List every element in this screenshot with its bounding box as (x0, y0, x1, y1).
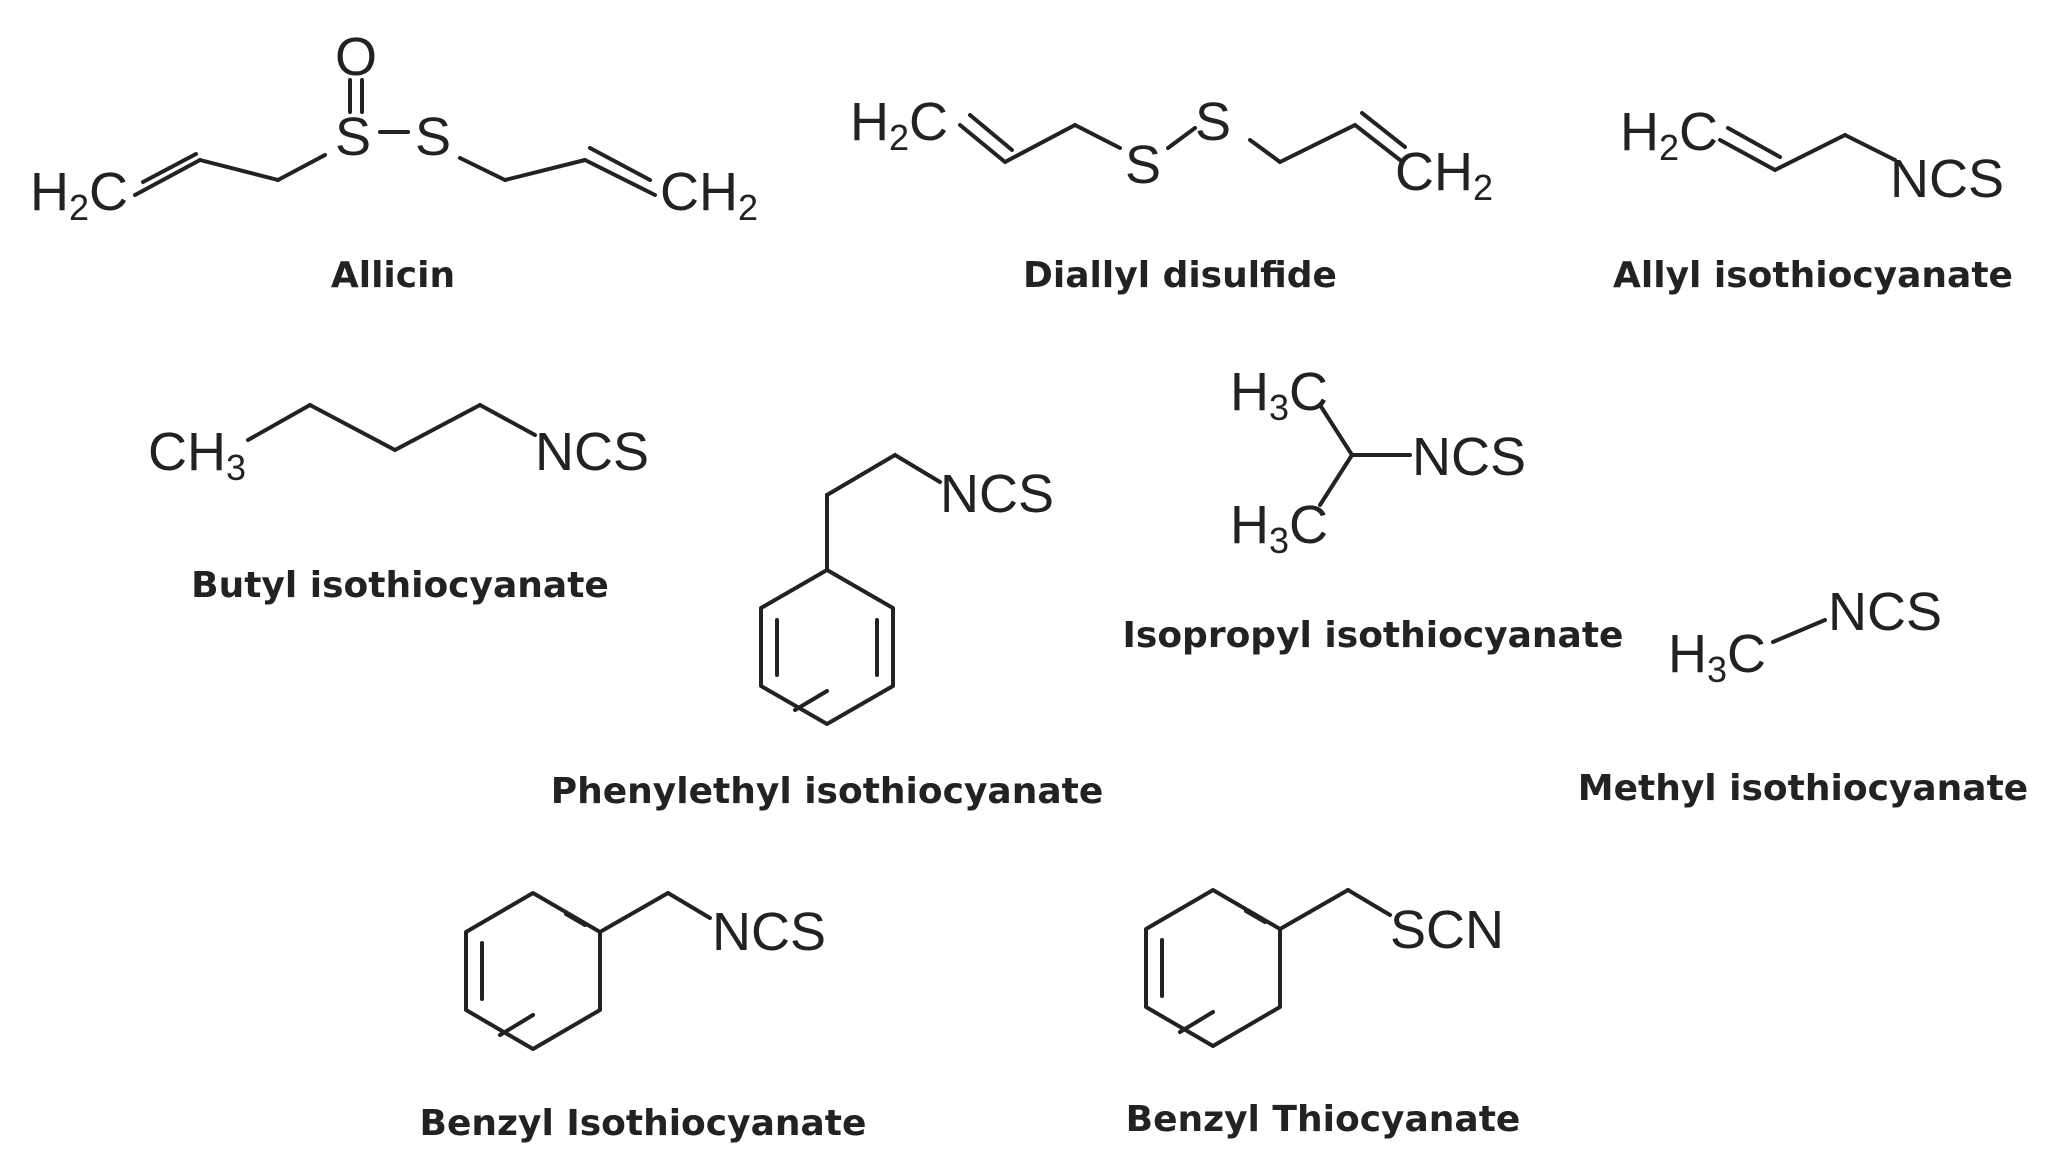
compound-name-isopropyl-isothiocyanate: Isopropyl isothiocyanate (1123, 615, 1624, 656)
ncs-group-label: NCS (1412, 427, 1526, 487)
h3c-subscript: 3 (1269, 520, 1289, 561)
methyl-isothiocyanate-structure: H3C NCS Methyl isothiocyanate (1578, 582, 2028, 809)
benzyl-isothiocyanate-structure: NCS Benzyl Isothiocyanate (420, 891, 867, 1144)
compound-name-allicin: Allicin (331, 255, 455, 296)
scn-group-label: SCN (1390, 900, 1504, 960)
compound-name-butyl-isothiocyanate: Butyl isothiocyanate (191, 565, 609, 606)
ch2-ch: CH (660, 162, 738, 222)
ch2-subscript: 2 (1473, 167, 1493, 208)
h3c-c: C (1289, 495, 1328, 555)
benzene-ring (759, 568, 895, 726)
ncs-group-label: NCS (712, 902, 826, 962)
h2c-group-label: H2C (1620, 102, 1718, 168)
ch2-ch: CH (1395, 142, 1473, 202)
ch2-group-label: CH2 (1395, 142, 1493, 208)
oxygen-atom-label: O (335, 27, 377, 87)
benzene-ring (1144, 888, 1282, 1048)
phenylethyl-isothiocyanate-structure: NCS Phenylethyl isothiocyanate (551, 453, 1104, 812)
h2c-subscript: 2 (69, 187, 89, 228)
h3c-h: H (1230, 495, 1269, 555)
isopropyl-isothiocyanate-structure: H3C H3C NCS Isopropyl isothiocyanate (1123, 362, 1624, 656)
h3c-h: H (1668, 624, 1707, 684)
ch3-subscript: 3 (226, 447, 246, 488)
h3c-group-label: H3C (1230, 495, 1328, 561)
sulfur-atom-label: S (1195, 92, 1231, 152)
sulfur-atom-label: S (415, 107, 451, 167)
sulfur-atom-label: S (1125, 135, 1161, 195)
h3c-subscript: 3 (1269, 387, 1289, 428)
ncs-group-label: NCS (1828, 582, 1942, 642)
h3c-subscript: 3 (1707, 649, 1727, 690)
ch3-group-label: CH3 (148, 422, 246, 488)
h2c-h: H (1620, 102, 1659, 162)
h3c-c: C (1727, 624, 1766, 684)
sulfur-atom-label: S (335, 107, 371, 167)
h2c-c: C (1679, 102, 1718, 162)
compound-name-methyl-isothiocyanate: Methyl isothiocyanate (1578, 768, 2028, 809)
ncs-group-label: NCS (1890, 149, 2004, 209)
compound-name-diallyl-disulfide: Diallyl disulfide (1023, 255, 1337, 296)
allyl-isothiocyanate-structure: H2C NCS Allyl isothiocyanate (1613, 102, 2013, 296)
ncs-group-label: NCS (940, 464, 1054, 524)
h2c-h: H (850, 92, 889, 152)
h2c-subscript: 2 (889, 117, 909, 158)
h2c-group-label: H2C (30, 162, 128, 228)
h3c-h: H (1230, 362, 1269, 422)
h2c-group-label: H2C (850, 92, 948, 158)
ncs-group-label: NCS (535, 422, 649, 482)
ch3-ch: CH (148, 422, 226, 482)
benzene-ring (464, 891, 602, 1051)
ch2-group-label: CH2 (660, 162, 758, 228)
h2c-subscript: 2 (1659, 127, 1679, 168)
h3c-group-label: H3C (1230, 362, 1328, 428)
ch2-subscript: 2 (738, 187, 758, 228)
h3c-c: C (1289, 362, 1328, 422)
compound-name-allyl-isothiocyanate: Allyl isothiocyanate (1613, 255, 2013, 296)
allicin-structure: O S S H2C CH2 Allicin (30, 27, 758, 296)
benzyl-thiocyanate-structure: SCN Benzyl Thiocyanate (1126, 888, 1521, 1140)
h3c-group-label: H3C (1668, 624, 1766, 690)
h2c-c: C (89, 162, 128, 222)
compound-name-benzyl-thiocyanate: Benzyl Thiocyanate (1126, 1099, 1521, 1140)
h2c-h: H (30, 162, 69, 222)
diallyl-disulfide-structure: H2C S S CH2 Diallyl disulfide (850, 92, 1493, 296)
compound-name-benzyl-isothiocyanate: Benzyl Isothiocyanate (420, 1103, 867, 1144)
compound-name-phenylethyl-isothiocyanate: Phenylethyl isothiocyanate (551, 771, 1104, 812)
h2c-c: C (909, 92, 948, 152)
butyl-isothiocyanate-structure: CH3 NCS Butyl isothiocyanate (148, 403, 649, 606)
